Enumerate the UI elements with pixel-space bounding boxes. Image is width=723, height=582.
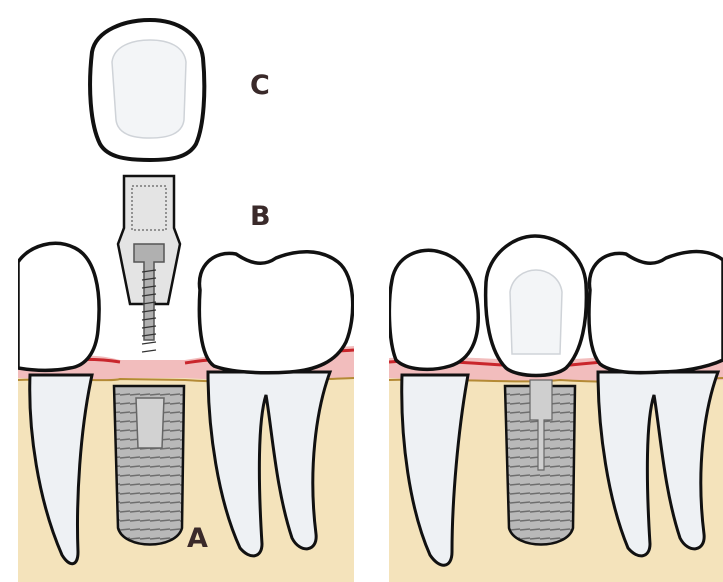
- implant-fixture-icon: [114, 386, 184, 545]
- implant-fixture-icon: [505, 380, 575, 545]
- crown-icon: [486, 236, 587, 376]
- abutment-icon: [118, 176, 180, 352]
- label-crown: C: [250, 70, 270, 101]
- crown-icon: [90, 20, 204, 160]
- right-panel: [389, 236, 723, 582]
- left-panel: [18, 243, 354, 582]
- label-abutment: B: [250, 201, 271, 232]
- label-implant: A: [187, 523, 208, 554]
